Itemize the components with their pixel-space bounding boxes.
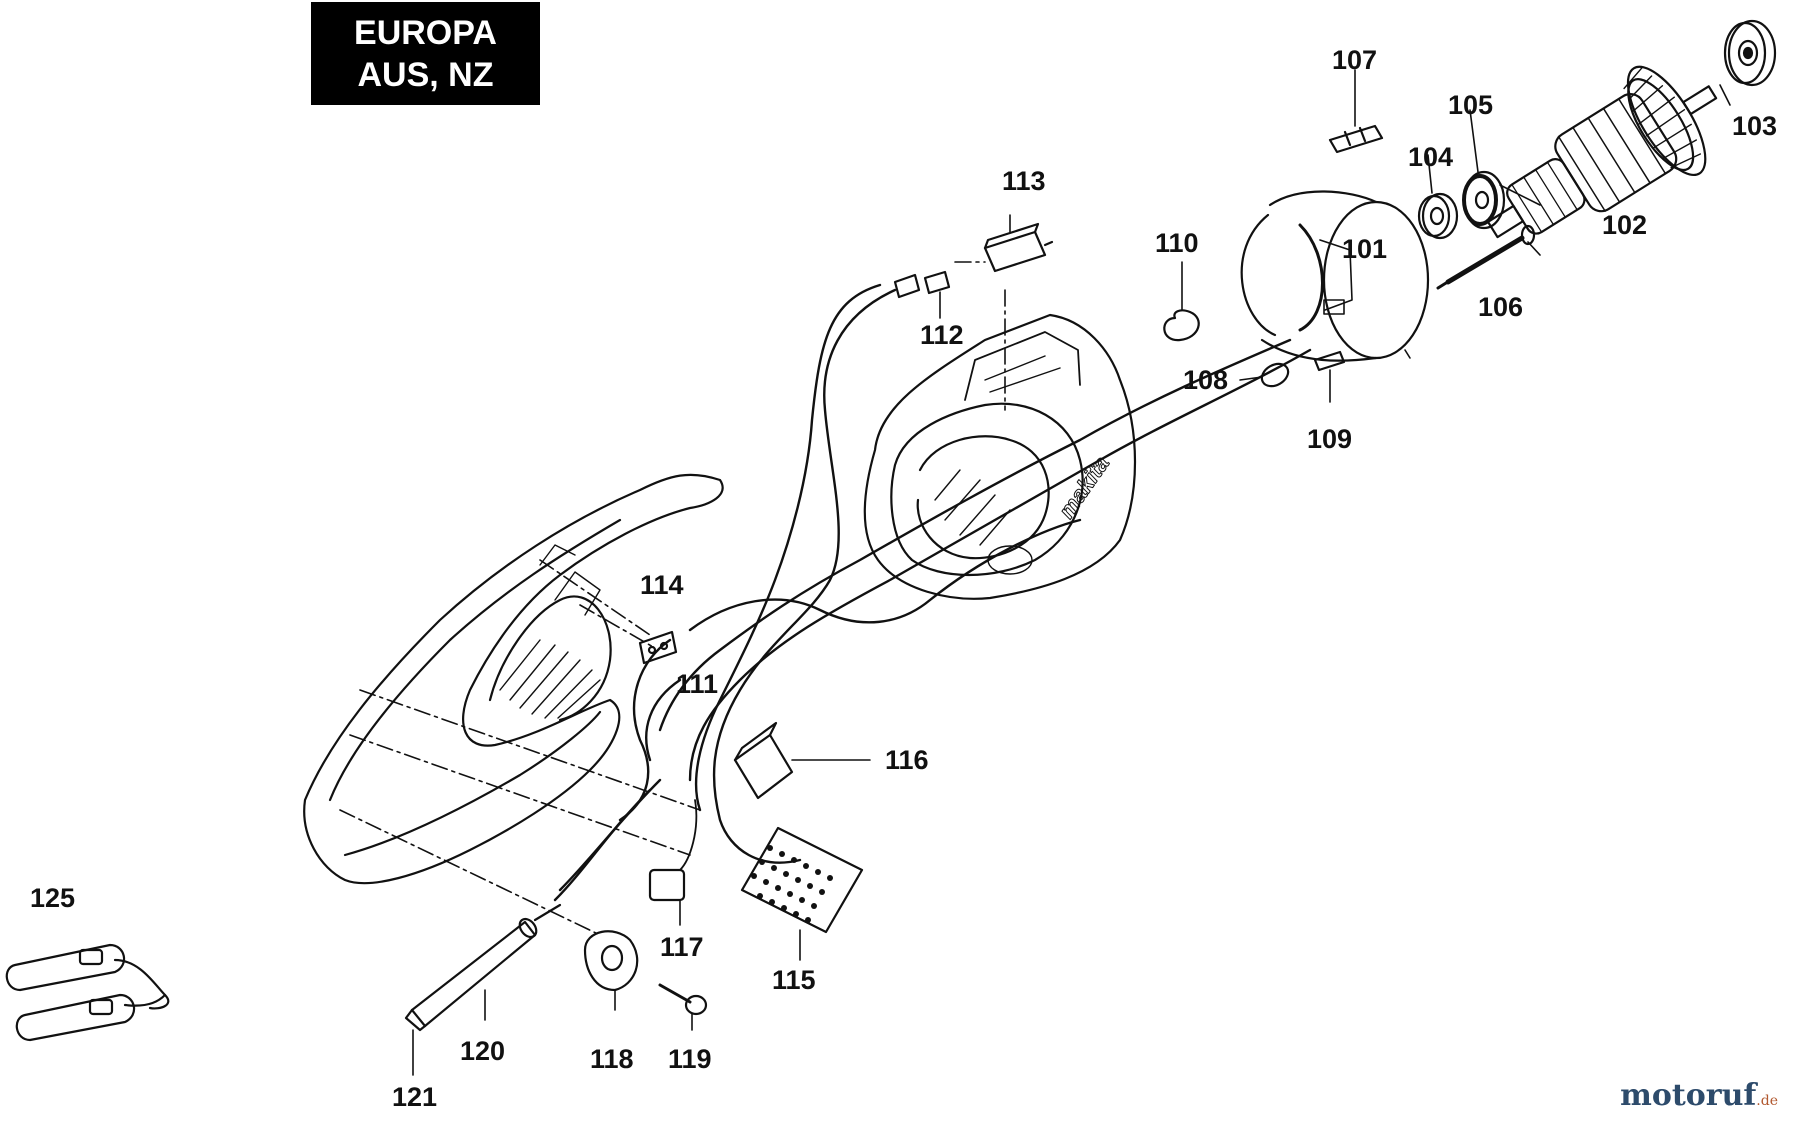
part-label-117: 117 bbox=[660, 932, 704, 962]
part-label-118: 118 bbox=[590, 1044, 634, 1074]
connector-part-112 bbox=[893, 270, 951, 319]
region-badge-line2: AUS, NZ bbox=[357, 56, 494, 94]
part-label-109: 109 bbox=[1307, 424, 1353, 454]
region-badge: EUROPA AUS, NZ bbox=[311, 2, 540, 105]
armature-part-102 bbox=[1486, 65, 1718, 239]
part-label-111: 111 bbox=[676, 669, 719, 699]
assembly-centerlines bbox=[339, 261, 1006, 936]
part-label-120: 120 bbox=[460, 1036, 506, 1066]
wiring-harness bbox=[553, 283, 1312, 902]
baffle-plate-part-105 bbox=[1462, 170, 1506, 230]
watermark-suffix: .de bbox=[1756, 1093, 1778, 1109]
watermark-logo: motoruf.de bbox=[1620, 1079, 1778, 1118]
field-part-101 bbox=[1240, 190, 1430, 362]
part-label-103: 103 bbox=[1732, 111, 1778, 141]
region-badge-line1: EUROPA bbox=[354, 14, 497, 52]
cord-guard-part-120 bbox=[410, 903, 562, 1028]
capacitor-part-117 bbox=[648, 868, 686, 926]
part-label-114: 114 bbox=[640, 570, 684, 600]
brush-part-109 bbox=[1313, 350, 1346, 403]
clip-part-110 bbox=[1163, 261, 1200, 342]
part-label-119: 119 bbox=[668, 1044, 712, 1074]
part-label-113: 113 bbox=[1002, 166, 1046, 196]
suppressor-part-113 bbox=[983, 214, 1054, 273]
brush-holder-part-107 bbox=[1328, 124, 1384, 154]
screw-part-119 bbox=[658, 983, 708, 1031]
switch-part-116 bbox=[733, 721, 871, 800]
handle-housing-half bbox=[303, 473, 724, 885]
strain-relief-part-118 bbox=[583, 930, 639, 1011]
part-label-121: 121 bbox=[392, 1082, 438, 1112]
cord-part-121 bbox=[404, 1008, 427, 1076]
filter-plate-part-115 bbox=[740, 826, 864, 961]
connector-part-114 bbox=[638, 630, 678, 665]
screw-part-106 bbox=[1436, 224, 1536, 290]
plug-part-125 bbox=[5, 943, 170, 1042]
part-label-104: 104 bbox=[1408, 142, 1454, 172]
part-label-106: 106 bbox=[1478, 292, 1524, 322]
part-label-105: 105 bbox=[1448, 90, 1494, 120]
bearing-part-103 bbox=[1723, 19, 1777, 87]
motor-housing: makita bbox=[863, 313, 1137, 600]
part-label-112: 112 bbox=[920, 320, 964, 350]
part-label-101: 101 bbox=[1342, 234, 1388, 264]
part-label-116: 116 bbox=[885, 745, 929, 775]
bearing-part-104 bbox=[1417, 192, 1459, 240]
part-label-115: 115 bbox=[772, 965, 816, 995]
label-leader-lines bbox=[1354, 69, 1731, 359]
part-label-108: 108 bbox=[1183, 365, 1229, 395]
part-label-110: 110 bbox=[1155, 228, 1199, 258]
watermark-main: motoruf bbox=[1620, 1078, 1757, 1113]
part-label-102: 102 bbox=[1602, 210, 1648, 240]
part-label-125: 125 bbox=[30, 883, 76, 913]
housing-brand-text: makita bbox=[1054, 451, 1114, 522]
part-label-107: 107 bbox=[1332, 45, 1378, 75]
